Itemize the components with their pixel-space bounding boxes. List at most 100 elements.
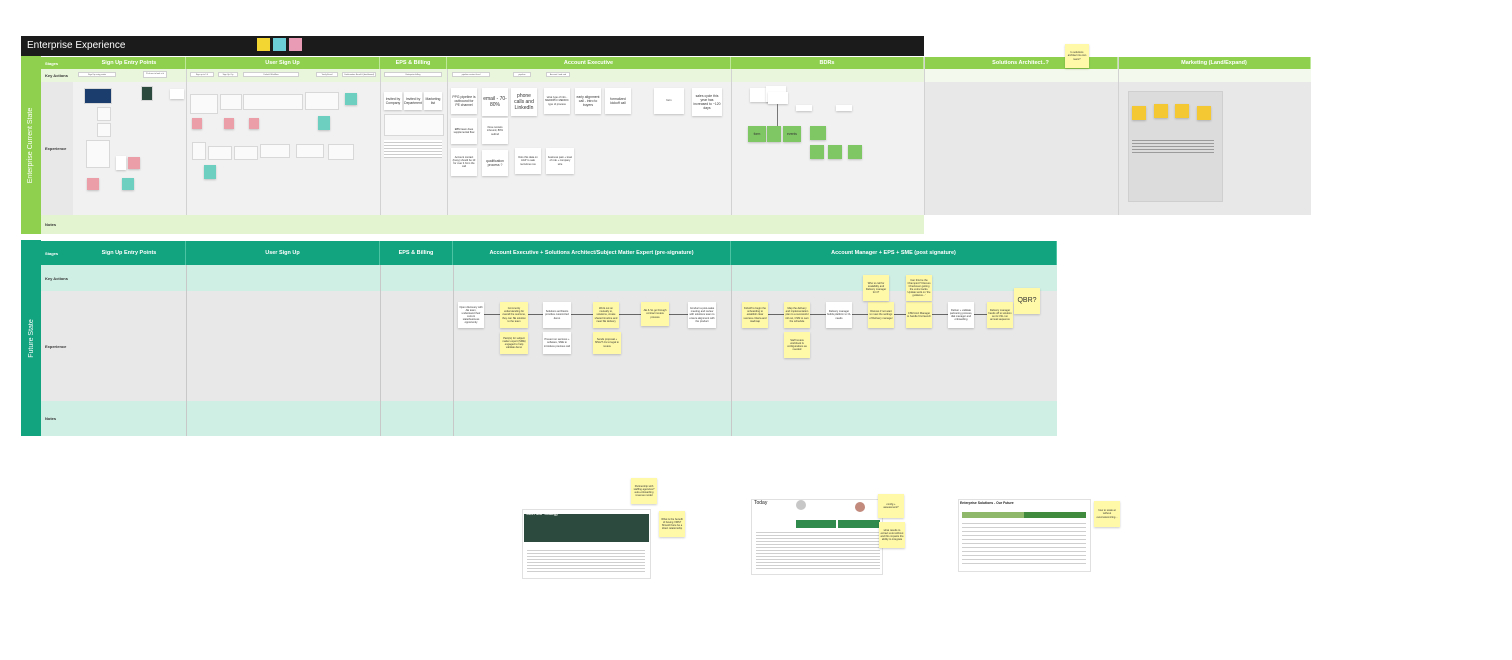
screenshot-thumbnail[interactable] [220,94,242,110]
eps-note[interactable]: Marketing list [424,92,442,110]
ae-note[interactable]: Dois this data on AGP ro sale recruitme … [515,148,541,174]
ae-note[interactable]: email - 70-80% [482,88,508,116]
post-signature-note[interactable]: Delivery manager hands off to solution s… [987,302,1013,328]
bdr-note-green[interactable] [828,145,842,159]
key-action-box[interactable]: Sign up to 1.0 [190,72,214,77]
screenshot-thumbnail[interactable] [84,88,112,104]
key-action-box[interactable]: pipeline [513,72,531,77]
ae-note[interactable]: formalized kickoff call [605,88,631,114]
ae-note[interactable]: three tunnels inbound, 80% outbnd [482,118,508,144]
bdr-note-green[interactable] [767,126,781,142]
today-note[interactable]: config + assessment? [878,494,904,518]
key-action-box[interactable]: Sign Up Cty [218,72,238,77]
screenshot-thumbnail[interactable] [243,94,303,110]
sticky-note-pink[interactable] [128,157,140,169]
ae-note[interactable]: phone calls and LinkedIn [511,88,537,116]
key-action-box[interactable]: Account Lead and prospect stage [546,72,570,77]
key-action-box[interactable]: pipeline contact level [452,72,490,77]
post-signature-note[interactable]: CSM Acct Manager to handle first launch [906,302,932,328]
sticky-note[interactable] [116,156,126,170]
screenshot-thumbnail[interactable] [190,94,218,114]
bdr-note-green[interactable]: form [748,126,766,142]
sticky-note[interactable] [170,89,184,99]
pre-signature-note[interactable]: Pain(ts) for subject matter expert (SME)… [500,332,528,354]
bdr-node[interactable] [796,105,812,111]
pre-signature-note[interactable]: Conduct a post-sales meeting and review … [688,302,716,328]
qbr-note[interactable]: QBR? [1014,288,1040,314]
bdr-note-green[interactable] [848,145,862,159]
sticky-note-teal[interactable] [122,178,134,190]
sticky-note-pink[interactable] [192,118,202,129]
screenshot-thumbnail[interactable] [296,144,324,158]
bdr-note-green[interactable] [810,126,826,140]
today-note[interactable]: what results to extract exist without an… [879,522,905,548]
sticky-note-gold[interactable] [1197,106,1211,120]
screenshot-thumbnail[interactable] [234,146,258,160]
ae-note[interactable]: business pain + level of role + company … [546,148,574,174]
sticky-note-gold[interactable] [1154,104,1168,118]
post-signature-note[interactable]: Discuss if not want to meet the settings… [868,302,894,328]
pre-signature-note[interactable]: AE & SL go through contract review proce… [641,302,669,326]
post-signature-note[interactable]: Can this be the Champion? Discuss Checko… [906,275,932,301]
ae-note[interactable]: qualification process ? [482,150,508,176]
legend-chip-teal[interactable] [273,38,286,51]
bdr-node[interactable] [768,92,788,104]
sa-question-note[interactable]: Is solutions architect its own team? [1065,44,1089,68]
ae-note[interactable]: early alignment call - intro to buyers [575,88,601,114]
screenshot-thumbnail[interactable] [305,92,339,110]
ae-note[interactable]: sales cycle this year has increased to ~… [692,88,722,116]
screenshot-thumbnail[interactable] [384,114,444,136]
sticky-note-pink[interactable] [249,118,259,129]
future-note[interactable]: how to scale at without overcustomizing.… [1094,501,1120,527]
ae-note[interactable]: PPG pipeline is outbound for PE channel [451,88,477,114]
column-divider [380,69,381,234]
bdr-note-green[interactable]: events [783,126,801,142]
key-action-box[interactable]: Default Workflow [243,72,299,77]
key-action-box[interactable]: Confirmation Email & (dashboard) [342,72,376,77]
ae-note[interactable]: what type of info - MEDDPIC/ MEDDIC type… [544,88,570,114]
legend-chip-pink[interactable] [289,38,302,51]
key-action-box[interactable]: Pick one to look at it [143,71,167,78]
sticky-note-gold[interactable] [1175,104,1189,118]
strategy-note[interactable]: Partnership with staffing agencies? auto… [631,478,657,504]
legend-chip-yellow[interactable] [257,38,270,51]
pre-signature-note[interactable]: Present on services + software, SME to i… [543,332,571,354]
sticky-note-teal[interactable] [345,93,357,105]
screenshot-thumbnail[interactable] [141,86,153,101]
pre-signature-note[interactable]: Solutions architects provides customized… [543,302,571,328]
ae-note[interactable]: Account contact (busy) should be 13 for … [451,148,477,176]
screenshot-thumbnail[interactable] [260,144,290,158]
screenshot-thumbnail[interactable] [97,123,111,137]
sticky-note-teal[interactable] [318,116,330,130]
pre-signature-note[interactable]: Work out on mutually to, solutions, crea… [593,302,619,328]
key-action-box[interactable]: Sign Up entry points [78,72,116,77]
sticky-note-pink[interactable] [87,178,99,190]
post-signature-note[interactable]: Who to call for scalability and Delivery… [863,275,889,301]
bdr-note-green[interactable] [810,145,824,159]
pre-signature-note[interactable]: Commonly understanding for overall the o… [500,302,528,328]
post-signature-note[interactable]: Kickoff to begin the onboarding to estab… [742,302,768,328]
post-signature-note[interactable]: Delivery manager builds platform to CL n… [826,302,852,328]
post-signature-note[interactable]: Staff review workbook & configurations a… [784,332,810,358]
pre-signature-note[interactable]: Open discovery with AE team, understand … [458,302,484,328]
screenshot-thumbnail[interactable] [86,140,110,168]
screenshot-thumbnail[interactable] [192,142,206,160]
post-signature-note[interactable]: Deliver + validate partnering process, d… [948,302,974,328]
sticky-note-teal[interactable] [204,165,216,179]
sticky-note-gold[interactable] [1132,106,1146,120]
eps-note[interactable]: Invited by Department [404,92,422,110]
key-action-box[interactable]: Enterprise billing [384,72,442,77]
screenshot-thumbnail[interactable] [208,146,232,160]
bdr-node[interactable] [836,105,852,111]
screenshot-thumbnail[interactable] [97,107,111,121]
ae-note[interactable]: form [654,88,684,114]
screenshot-thumbnail[interactable] [328,144,354,160]
bdr-node[interactable] [750,88,770,102]
pre-signature-note[interactable]: Sends proposal + MSA/T-Cs to legal to re… [593,332,621,354]
post-signature-note[interactable]: Map the delivery and implementation plan… [784,302,810,328]
eps-note[interactable]: Invited by Company [384,92,402,110]
sticky-note-pink[interactable] [224,118,234,129]
ae-note[interactable]: EBM team does supplemental flow [451,118,477,144]
key-action-box[interactable]: Verify Email [316,72,338,77]
strategy-note[interactable]: What is the benefit of having VMS? Shoul… [659,511,685,537]
